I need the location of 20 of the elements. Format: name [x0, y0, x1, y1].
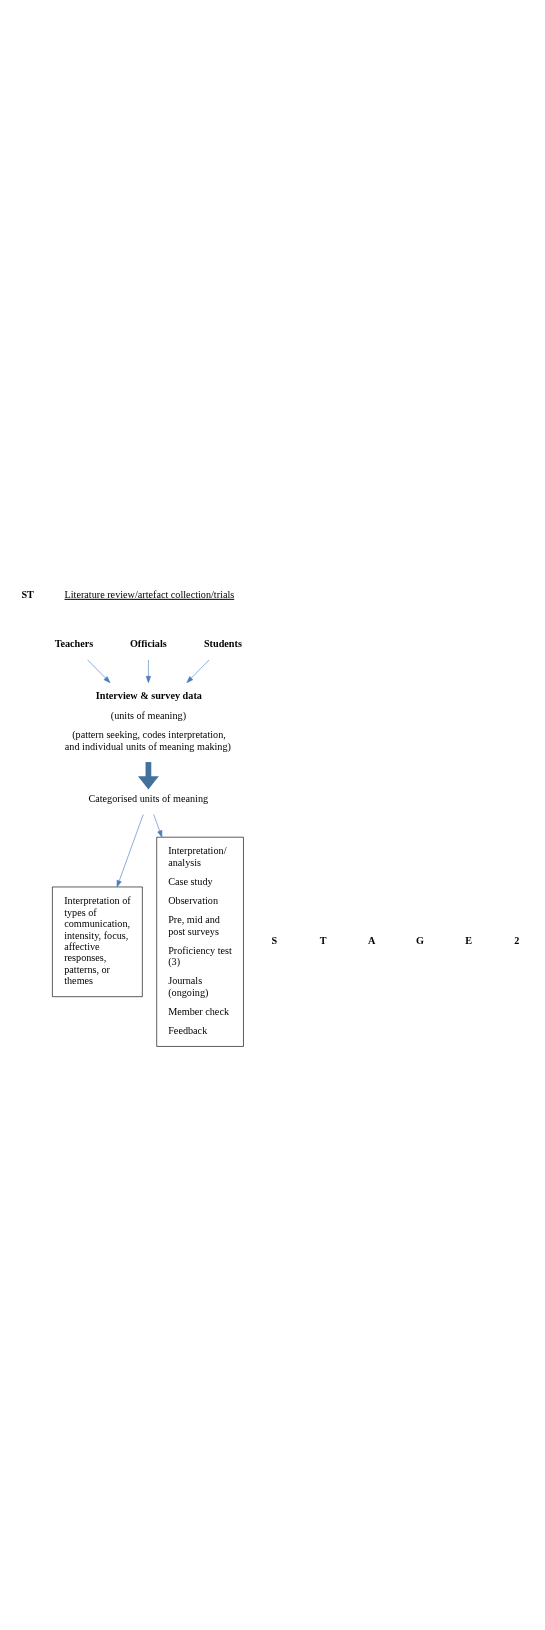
node-text: Officials	[129, 637, 167, 649]
node-text: Interview & survey data (units of meaning) (pattern seeking, codes interpretation, and individual units of meaning making)	[64, 689, 231, 752]
label: Literature review/artefact collection/trials	[64, 588, 235, 600]
arrow	[153, 813, 163, 837]
arrow	[145, 659, 151, 683]
node-text: Categorised units of meaning	[88, 792, 209, 804]
arrow	[186, 659, 210, 683]
label: ST	[21, 588, 34, 600]
arrow	[87, 659, 111, 683]
node-text: Teachers	[54, 637, 94, 649]
label: A	[367, 934, 376, 946]
node-text: Students	[203, 637, 242, 649]
node-box: Interpretation of types of communication, intensity, focus, affective responses, patterns, or themes	[52, 886, 143, 997]
label: S	[271, 934, 278, 946]
label: G	[416, 934, 424, 946]
node-box: Interpretation/ analysis Case study Observation Pre, mid and post surveys Proficiency test (3) Journals (ongoing) Member check Feedback	[156, 836, 244, 1047]
label: 2	[514, 934, 520, 946]
arrow	[116, 813, 144, 887]
label: T	[319, 934, 327, 946]
label: E	[465, 934, 472, 946]
